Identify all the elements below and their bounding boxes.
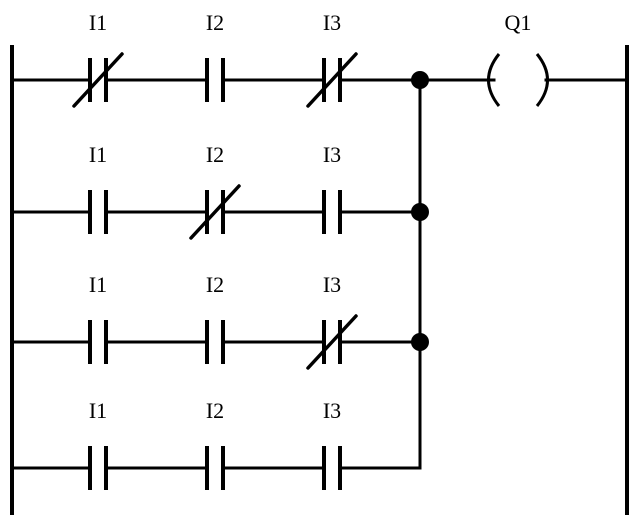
- contact-label: I1: [89, 398, 107, 423]
- contact-label: I3: [323, 272, 341, 297]
- coil-arc-right: [535, 53, 549, 107]
- contact-label: I2: [206, 142, 224, 167]
- contact-label: I3: [323, 142, 341, 167]
- contact-slash: [72, 52, 124, 108]
- contact-label: I3: [323, 10, 341, 35]
- contact-label: I2: [206, 272, 224, 297]
- normally-open-contact: [322, 190, 342, 234]
- contact-slash: [306, 314, 358, 370]
- coil-label: Q1: [505, 10, 532, 35]
- contact-label: I3: [323, 398, 341, 423]
- normally-open-contact: [205, 58, 225, 102]
- contact-slash: [306, 52, 358, 108]
- contact-label: I1: [89, 10, 107, 35]
- junction-dot: [411, 203, 429, 221]
- normally-closed-contact: [189, 184, 241, 240]
- contact-label: I2: [206, 10, 224, 35]
- normally-open-contact: [88, 320, 108, 364]
- contact-label: I1: [89, 272, 107, 297]
- contact-label: I2: [206, 398, 224, 423]
- normally-open-contact: [88, 446, 108, 490]
- normally-closed-contact: [306, 314, 358, 370]
- normally-closed-contact: [306, 52, 358, 108]
- normally-closed-contact: [72, 52, 124, 108]
- contact-slash: [189, 184, 241, 240]
- contact-label: I1: [89, 142, 107, 167]
- normally-open-contact: [322, 446, 342, 490]
- coil-arc-left: [487, 53, 501, 107]
- output-coil: [487, 53, 549, 107]
- normally-open-contact: [88, 190, 108, 234]
- normally-open-contact: [205, 446, 225, 490]
- normally-open-contact: [205, 320, 225, 364]
- junction-dot: [411, 333, 429, 351]
